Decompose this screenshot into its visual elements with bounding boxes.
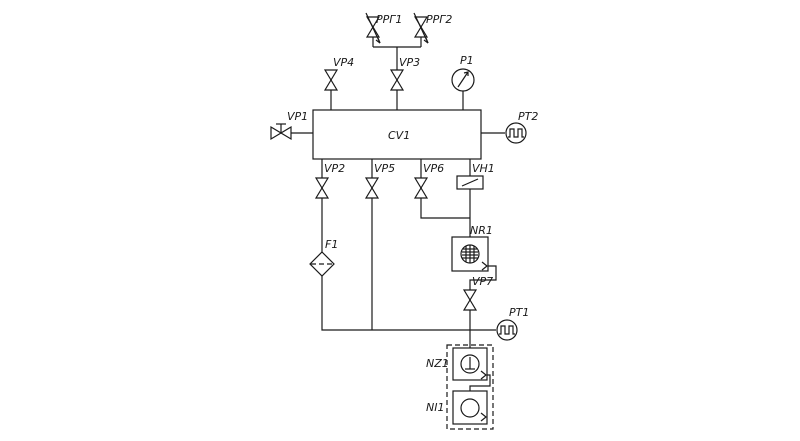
valve-vp2 — [314, 177, 330, 199]
gas-regulator-rrg2 — [413, 12, 429, 47]
label-ni1: NI1 — [426, 401, 444, 414]
label-pt1: PT1 — [509, 306, 529, 319]
label-vp6: VP6 — [423, 162, 444, 175]
pump-group-frame — [446, 344, 494, 430]
pulse-icon — [508, 128, 524, 138]
pump-nz1 — [452, 347, 488, 381]
label-vp3: VP3 — [399, 56, 420, 69]
label-pt2: PT2 — [518, 110, 538, 123]
label-vp4: VP4 — [333, 56, 354, 69]
label-rrg1: РРГ1 — [376, 13, 402, 26]
valve-vp6 — [413, 177, 429, 199]
pump-nr1 — [451, 236, 489, 272]
filter-f1 — [309, 251, 335, 277]
valve-vp1 — [270, 123, 292, 141]
label-cv1: CV1 — [388, 129, 410, 142]
label-vp2: VP2 — [324, 162, 345, 175]
gate-valve-slash-icon — [461, 178, 479, 187]
vp2-line — [321, 159, 470, 331]
gauge-needle-icon — [457, 71, 469, 88]
gas-regulator-rrg1 — [365, 12, 381, 47]
pressure-transducer-pt1 — [496, 319, 518, 341]
label-vp7: VP7 — [472, 275, 493, 288]
pulse-icon — [499, 325, 515, 335]
chamber-cv1 — [312, 109, 482, 160]
valve-vp4 — [323, 69, 339, 91]
valve-vp3 — [389, 69, 405, 91]
label-nz1: NZ1 — [426, 357, 449, 370]
valve-vp7 — [462, 289, 478, 311]
nz1-outlet-line — [469, 374, 491, 391]
label-f1: F1 — [325, 238, 338, 251]
gauge-needle-arrow-icon — [463, 71, 469, 76]
label-vp5: VP5 — [374, 162, 395, 175]
label-rrg2: РРГ2 — [426, 13, 452, 26]
valve-vp5 — [364, 177, 380, 199]
label-nr1: NR1 — [470, 224, 493, 237]
label-vh1: VH1 — [472, 162, 495, 175]
label-vp1: VP1 — [287, 110, 308, 123]
label-p1: P1 — [460, 54, 474, 67]
pump-ni1 — [452, 390, 488, 425]
pressure-transducer-pt2 — [505, 122, 527, 144]
